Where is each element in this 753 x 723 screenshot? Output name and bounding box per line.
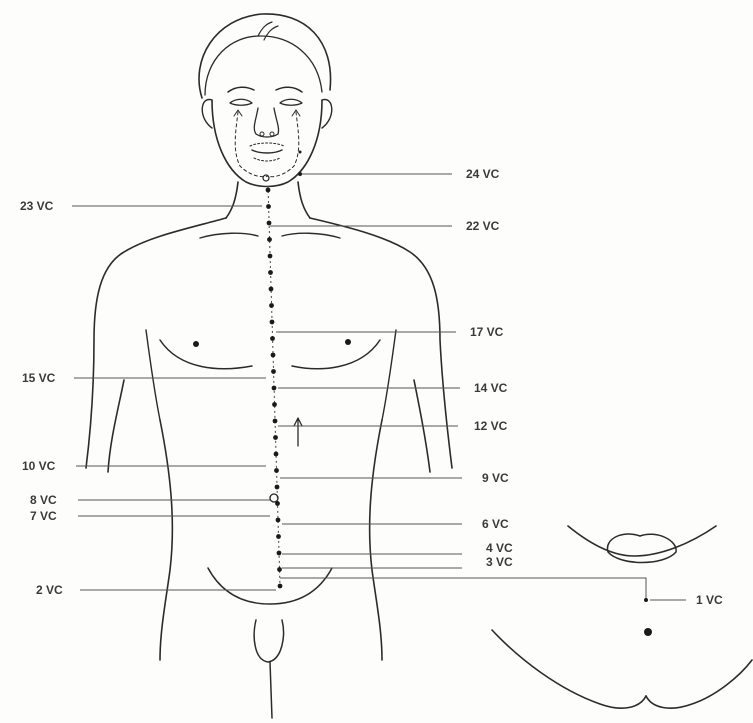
labels: 24 VC 23 VC 22 VC 17 VC 15 VC 14 VC 12 V… — [20, 167, 723, 607]
midline-point — [273, 419, 278, 424]
label-2vc: 2 VC — [36, 583, 63, 597]
midline-point — [278, 584, 283, 589]
midline-point — [271, 369, 276, 374]
label-12vc: 12 VC — [474, 419, 508, 433]
label-22vc: 22 VC — [466, 219, 500, 233]
midline-point — [277, 567, 282, 572]
label-17vc: 17 VC — [470, 325, 504, 339]
midline-point — [269, 287, 274, 292]
label-6vc: 6 VC — [482, 517, 509, 531]
midline-points — [266, 186, 283, 588]
label-9vc: 9 VC — [482, 471, 509, 485]
midline-point — [267, 237, 272, 242]
midline-point — [274, 452, 279, 457]
midline-point — [270, 320, 275, 325]
midline-point — [270, 336, 275, 341]
label-24vc: 24 VC — [466, 167, 500, 181]
midline-point — [274, 468, 279, 473]
label-15vc: 15 VC — [22, 371, 56, 385]
leader-1vc-connector — [280, 578, 646, 600]
point-24vc — [298, 172, 302, 176]
label-10vc: 10 VC — [22, 459, 56, 473]
torso-drawing — [86, 182, 452, 718]
midline-point — [271, 353, 276, 358]
point-24vc-mouth — [263, 175, 269, 181]
point-8vc-navel — [270, 494, 278, 502]
midline-point — [268, 254, 273, 259]
label-14vc: 14 VC — [474, 381, 508, 395]
point-1vc — [644, 598, 648, 602]
label-8vc: 8 VC — [30, 493, 57, 507]
label-4vc: 4 VC — [486, 541, 513, 555]
midline-point — [269, 303, 274, 308]
midline-point — [266, 204, 271, 209]
label-1vc: 1 VC — [696, 593, 723, 607]
perineum-inset — [492, 526, 752, 708]
midline-point — [276, 534, 281, 539]
label-23vc: 23 VC — [20, 199, 54, 213]
midline-point — [272, 386, 277, 391]
head-drawing — [199, 14, 332, 187]
midline-point — [277, 551, 282, 556]
midline-point — [275, 485, 280, 490]
label-7vc: 7 VC — [30, 509, 57, 523]
label-3vc: 3 VC — [486, 555, 513, 569]
point-markers — [263, 172, 648, 602]
midline-point — [272, 402, 277, 407]
midline-point — [268, 270, 273, 275]
midline-point — [273, 435, 278, 440]
midline-point — [267, 221, 272, 226]
midline-point — [266, 188, 271, 193]
midline-point — [276, 518, 281, 523]
